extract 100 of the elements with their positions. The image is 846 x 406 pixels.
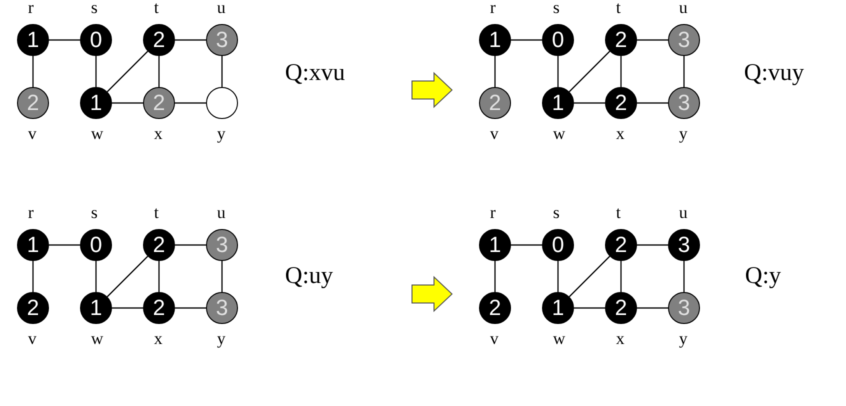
vertex-letter: u [679, 204, 688, 222]
vertex-circle: 0 [542, 229, 574, 261]
vertex-letter: u [217, 0, 226, 17]
vertex-circle: 3 [668, 24, 700, 56]
vertex-circle: 0 [80, 229, 112, 261]
graph-edge [106, 50, 148, 92]
graph-edge [95, 261, 97, 292]
vertex-letter: v [28, 125, 36, 143]
queue-label: Q:vuy [744, 60, 804, 86]
vertex-circle: 3 [206, 24, 238, 56]
vertex-letter: r [490, 204, 496, 222]
vertex-circle: 1 [17, 229, 49, 261]
vertex-letter: x [154, 330, 162, 348]
vertex-letter: w [91, 125, 104, 143]
vertex-letter: s [91, 204, 98, 222]
vertex-circle: 1 [542, 292, 574, 324]
graph-edge [158, 261, 160, 292]
graph-edge [175, 39, 206, 41]
vertex-circle: 1 [80, 87, 112, 119]
vertex-letter: x [616, 125, 624, 143]
graph-edge [175, 307, 206, 309]
vertex-letter: r [490, 0, 496, 17]
vertex-letter: r [28, 204, 34, 222]
graph-edge [637, 102, 668, 104]
vertex-circle: 2 [143, 229, 175, 261]
vertex-letter: t [616, 0, 621, 17]
graph-edge [637, 39, 668, 41]
graph-edge [683, 56, 685, 87]
vertex-circle: 3 [206, 229, 238, 261]
graph-edge [32, 261, 34, 292]
vertex-circle: 2 [479, 292, 511, 324]
graph-edge [557, 56, 559, 87]
queue-label: Q:xvu [285, 60, 345, 86]
vertex-letter: y [679, 330, 688, 348]
graph-edge [511, 39, 542, 41]
graph-edge [568, 50, 610, 92]
vertex-letter: y [217, 330, 226, 348]
vertex-circle: 1 [542, 87, 574, 119]
vertex-letter: t [154, 0, 159, 17]
vertex-circle: 2 [143, 24, 175, 56]
vertex-letter: v [490, 330, 498, 348]
graph-edge [32, 56, 34, 87]
vertex-letter: y [217, 125, 226, 143]
queue-label: Q:y [745, 263, 781, 289]
graph-edge [106, 256, 148, 298]
vertex-circle: 1 [479, 24, 511, 56]
vertex-letter: u [217, 204, 226, 222]
graph-edge [95, 56, 97, 87]
graph-edge [511, 244, 542, 246]
graph-edge [620, 56, 622, 87]
vertex-circle: 3 [668, 292, 700, 324]
vertex-circle: 0 [542, 24, 574, 56]
vertex-circle: 3 [668, 87, 700, 119]
graph-edge [494, 56, 496, 87]
vertex-circle: 2 [605, 292, 637, 324]
graph-edge [494, 261, 496, 292]
vertex-letter: r [28, 0, 34, 17]
vertex-circle: 2 [143, 87, 175, 119]
graph-edge [574, 307, 605, 309]
vertex-circle: 1 [80, 292, 112, 324]
vertex-letter: s [553, 0, 560, 17]
vertex-letter: w [91, 330, 104, 348]
vertex-circle: 3 [668, 229, 700, 261]
vertex-circle: 2 [17, 292, 49, 324]
vertex-circle: 1 [17, 24, 49, 56]
graph-edge [620, 261, 622, 292]
vertex-letter: t [616, 204, 621, 222]
vertex-letter: s [553, 204, 560, 222]
graph-edge [49, 244, 80, 246]
graph-edge [568, 256, 610, 298]
vertex-circle: 2 [479, 87, 511, 119]
vertex-letter: t [154, 204, 159, 222]
vertex-letter: w [553, 125, 566, 143]
graph-edge [221, 261, 223, 292]
graph-edge [112, 102, 143, 104]
vertex-letter: s [91, 0, 98, 17]
vertex-letter: v [28, 330, 36, 348]
vertex-circle: 0 [80, 24, 112, 56]
graph-edge [557, 261, 559, 292]
vertex-circle: 1 [479, 229, 511, 261]
graph-edge [175, 244, 206, 246]
vertex-letter: w [553, 330, 566, 348]
graph-edge [221, 56, 223, 87]
vertex-circle: 3 [206, 292, 238, 324]
vertex-circle: 2 [143, 292, 175, 324]
graph-edge [683, 261, 685, 292]
vertex-letter: v [490, 125, 498, 143]
queue-label: Q:uy [285, 263, 333, 289]
vertex-letter: x [154, 125, 162, 143]
graph-edge [49, 39, 80, 41]
vertex-circle: 2 [17, 87, 49, 119]
vertex-circle [206, 87, 238, 119]
graph-edge [637, 244, 668, 246]
vertex-letter: y [679, 125, 688, 143]
graph-edge [574, 102, 605, 104]
vertex-circle: 2 [605, 87, 637, 119]
vertex-letter: u [679, 0, 688, 17]
graph-edge [112, 307, 143, 309]
graph-edge [637, 307, 668, 309]
vertex-circle: 2 [605, 24, 637, 56]
